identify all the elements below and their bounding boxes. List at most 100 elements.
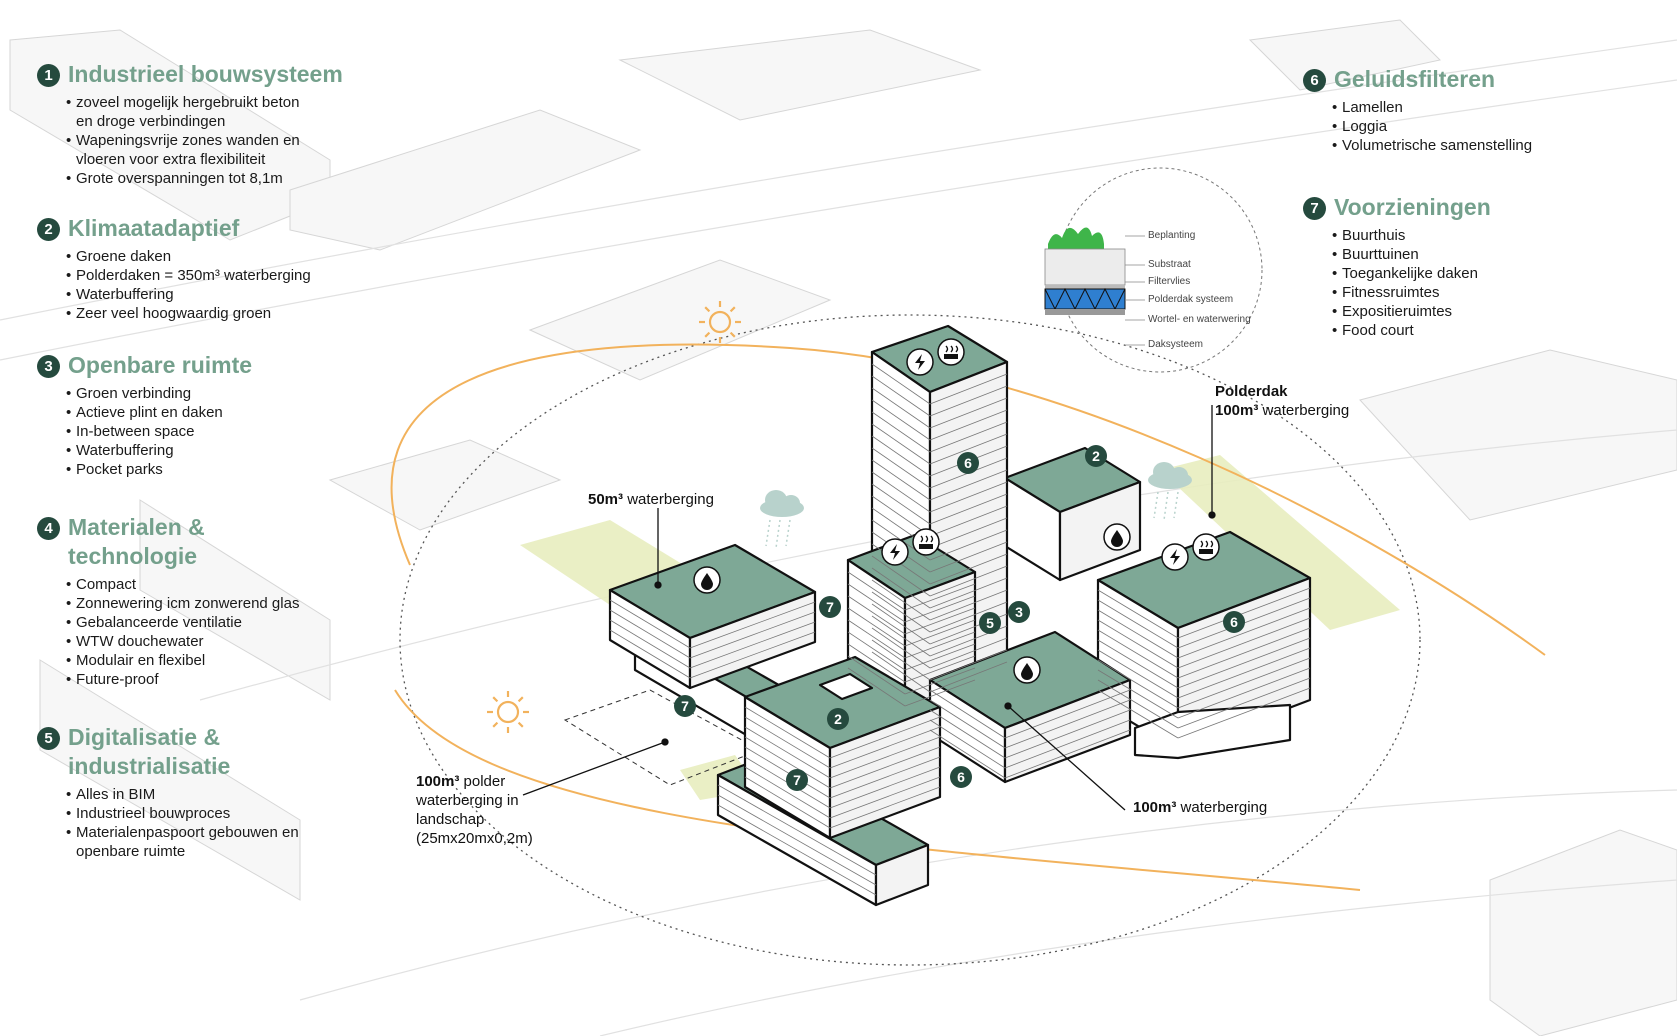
bullet-text: Materialenpaspoort gebouwen en — [76, 824, 299, 841]
bolt-icon — [906, 348, 934, 376]
section-title: Openbare ruimte — [68, 351, 252, 380]
section-bullet-list: zoveel mogelijk hergebruikt beton en drog… — [66, 93, 397, 188]
bullet-item: Toegankelijke daken — [1332, 264, 1633, 283]
section-number-badge: 4 — [37, 517, 60, 540]
section-bullet-list: BuurthuisBuurttuinenToegankelijke dakenF… — [1332, 226, 1633, 340]
bullet-text: Buurthuis — [1342, 227, 1406, 244]
callout-50m3: 50m³ waterberging — [588, 491, 714, 508]
building-front-cube — [743, 655, 942, 840]
svg-text:6: 6 — [1230, 614, 1238, 630]
section-number-badge: 6 — [1303, 69, 1326, 92]
section-title-line: Industrieel bouwsysteem — [68, 61, 343, 87]
section-bullet-list: CompactZonnewering icm zonwerend glasGeb… — [66, 575, 397, 689]
bullet-text: Fitnessruimtes — [1342, 284, 1440, 301]
callout-polderdak: Polderdak 100m³ waterberging — [1215, 383, 1350, 419]
water-drop-icon — [1103, 523, 1131, 551]
roof-layer-label: Polderdak systeem — [1148, 294, 1234, 305]
svg-text:6: 6 — [964, 455, 972, 471]
legend-section-4: 4 Materialen &technologieCompactZonneweri… — [37, 513, 397, 689]
bullet-item: Groen verbinding — [66, 384, 397, 403]
bolt-icon — [1161, 543, 1189, 571]
bullet-item: Waterbuffering — [66, 285, 397, 304]
roof-layer-label: Substraat — [1148, 259, 1191, 270]
section-number-badge: 5 — [37, 727, 60, 750]
bullet-text: vloeren voor extra flexibiliteit — [76, 151, 266, 168]
svg-text:2: 2 — [834, 711, 842, 727]
marker-6-front — [950, 766, 972, 788]
legend-section-header: 6 Geluidsfilteren — [1303, 65, 1633, 94]
marker-7-front — [786, 769, 808, 791]
legend-section-header: 7 Voorzieningen — [1303, 193, 1633, 222]
sun-icon — [699, 301, 741, 343]
marker-6-tower — [957, 452, 979, 474]
section-title-line: industrialisatie — [68, 753, 231, 779]
roof-layer-label: Filtervlies — [1148, 276, 1191, 287]
bullet-item: Industrieel bouwproces — [66, 804, 397, 823]
bullet-text: Pocket parks — [76, 461, 163, 478]
bullet-text: Waterbuffering — [76, 286, 174, 303]
bullet-text: Actieve plint en daken — [76, 404, 223, 421]
bullet-item: Expositieruimtes — [1332, 302, 1633, 321]
bullet-text: Groen verbinding — [76, 385, 192, 402]
section-title-line: Geluidsfilteren — [1334, 66, 1496, 92]
svg-text:7: 7 — [793, 772, 801, 788]
roof-layer-label: Daksysteem — [1148, 339, 1204, 350]
legend-section-2: 2KlimaatadaptiefGroene dakenPolderdaken … — [37, 214, 397, 323]
section-title-line: Materialen & — [68, 514, 205, 540]
heat-icon — [937, 338, 965, 366]
section-title: Digitalisatie &industrialisatie — [68, 723, 230, 781]
marker-7-lower-left — [674, 695, 696, 717]
right-legend-panel: 6 GeluidsfilterenLamellenLoggiaVolumetris… — [1303, 65, 1633, 340]
bullet-text: Industrieel bouwproces — [76, 805, 231, 822]
svg-text:7: 7 — [826, 599, 834, 615]
bullet-text: Loggia — [1342, 118, 1388, 135]
roof-icons — [693, 338, 1220, 684]
bullet-text: WTW douchewater — [76, 633, 204, 650]
bullet-item: Wapeningsvrije zones wanden en vloeren vo… — [66, 131, 397, 169]
bullet-text: Wapeningsvrije zones wanden en — [76, 132, 300, 149]
bullet-text: Expositieruimtes — [1342, 303, 1453, 320]
bullet-item: Volumetrische samenstelling — [1332, 136, 1633, 155]
building-blocks — [608, 324, 1312, 907]
marker-7-left — [819, 596, 841, 618]
bullet-text: zoveel mogelijk hergebruikt beton — [76, 94, 300, 111]
svg-text:3: 3 — [1015, 604, 1023, 620]
bullet-item: Food court — [1332, 321, 1633, 340]
bullet-item: Buurttuinen — [1332, 245, 1633, 264]
bullet-item: Grote overspanningen tot 8,1m — [66, 169, 397, 188]
bullet-text: Groene daken — [76, 248, 172, 265]
heat-icon — [1192, 533, 1220, 561]
bullet-text: Zeer veel hoogwaardig groen — [76, 305, 272, 322]
building-right-block — [1096, 530, 1312, 760]
sun-icon — [487, 691, 529, 733]
bullet-text: Future-proof — [76, 671, 159, 688]
section-bullet-list: Groene dakenPolderdaken = 350m³ waterber… — [66, 247, 397, 323]
section-title: Materialen &technologie — [68, 513, 205, 571]
bullet-text: Toegankelijke daken — [1342, 265, 1478, 282]
bullet-text: Zonnewering icm zonwerend glas — [76, 595, 300, 612]
bullet-text: Lamellen — [1342, 99, 1403, 116]
sun-path-summer — [390, 343, 1546, 656]
rain-cloud-icon — [760, 490, 804, 549]
bullet-item: In-between space — [66, 422, 397, 441]
section-title-line: Openbare ruimte — [68, 352, 253, 378]
bullet-item: Fitnessruimtes — [1332, 283, 1633, 302]
roof-layer-label: Wortel- en waterwering — [1148, 314, 1251, 325]
building-back-slab — [1003, 446, 1142, 582]
heat-icon — [912, 528, 940, 556]
bullet-item: Buurthuis — [1332, 226, 1633, 245]
bullet-text: Grote overspanningen tot 8,1m — [76, 170, 283, 187]
legend-section-6: 6 GeluidsfilterenLamellenLoggiaVolumetris… — [1303, 65, 1633, 155]
svg-text:5: 5 — [986, 615, 994, 631]
bolt-icon — [881, 538, 909, 566]
bullet-item: zoveel mogelijk hergebruikt beton en drog… — [66, 93, 397, 131]
section-title-line: Voorzieningen — [1334, 194, 1491, 220]
bullet-text: en droge verbindingen — [76, 113, 226, 130]
bullet-item: Polderdaken = 350m³ waterberging — [66, 266, 397, 285]
section-number-badge: 7 — [1303, 197, 1326, 220]
